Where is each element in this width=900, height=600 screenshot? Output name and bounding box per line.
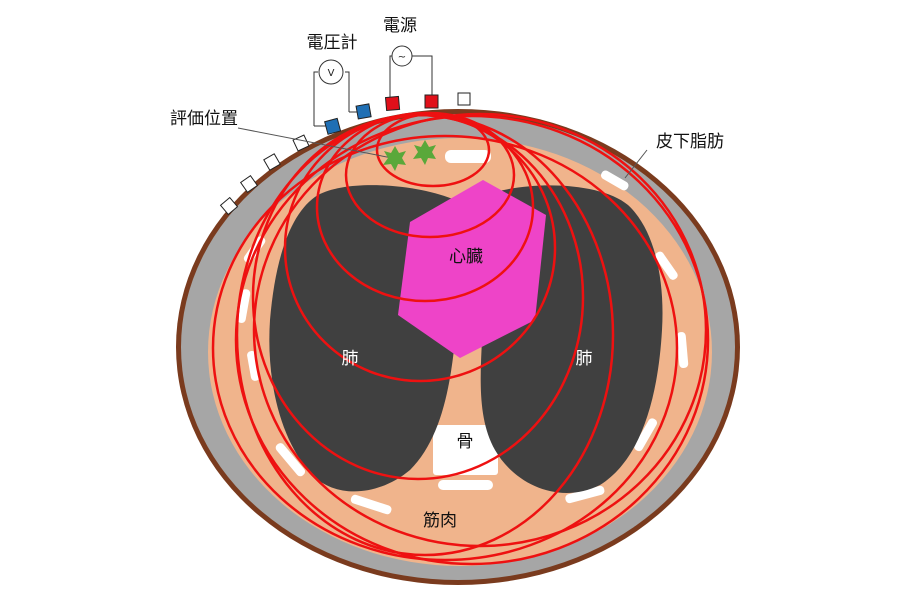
- heart: [398, 180, 546, 358]
- current-electrode: [424, 94, 439, 109]
- field-loop: [315, 111, 535, 303]
- muscle-label: 筋肉: [423, 511, 457, 531]
- left-lung-label: 肺: [342, 349, 359, 369]
- rib-strips: [236, 150, 689, 515]
- rib-strip: [565, 485, 605, 504]
- current-electrode: [384, 95, 401, 112]
- fat-leader-line: [624, 149, 648, 179]
- rib-strip: [600, 170, 629, 191]
- evaluation-marker: [383, 146, 406, 171]
- voltmeter-wire: [345, 71, 350, 112]
- empty-electrode: [457, 92, 471, 106]
- power-source-label: 電源: [383, 16, 417, 36]
- voltmeter-symbol: [318, 59, 344, 85]
- bone-label: 骨: [457, 432, 474, 452]
- voltmeter-wire: [313, 71, 318, 126]
- empty-electrode: [263, 153, 281, 171]
- voltmeter-label: 電圧計: [307, 33, 358, 53]
- right-lung-label: 肺: [576, 349, 593, 369]
- rib-strip: [275, 443, 306, 477]
- field-loop: [211, 134, 679, 562]
- empty-electrode: [219, 196, 239, 216]
- rib-strip: [634, 418, 658, 452]
- field-loop: [252, 112, 708, 548]
- rib-strip: [350, 494, 392, 515]
- source-wire: [389, 55, 393, 100]
- voltmeter-symbol-label: V: [328, 68, 335, 79]
- power-source-symbol: [391, 45, 413, 67]
- vertebra: [433, 425, 498, 475]
- subcutaneous-fat-label: 皮下脂肪: [656, 132, 724, 152]
- rib-strip: [236, 289, 251, 323]
- voltage-electrode: [324, 117, 342, 135]
- rib-strip: [676, 332, 689, 369]
- evaluation-position-label: 評価位置: [170, 109, 238, 129]
- source-wire: [411, 55, 433, 96]
- voltage-electrode: [355, 103, 372, 120]
- rib-strip: [445, 150, 491, 163]
- field-lines: [211, 111, 710, 566]
- field-loop: [234, 114, 710, 566]
- power-source-symbol-label: ~: [398, 52, 406, 63]
- empty-electrode: [239, 174, 259, 194]
- rib-strip: [438, 480, 493, 490]
- evaluation-leader-line: [237, 127, 393, 159]
- heart-label: 心臓: [449, 247, 483, 267]
- rib-strip: [655, 251, 678, 280]
- evaluation-marker: [413, 140, 436, 165]
